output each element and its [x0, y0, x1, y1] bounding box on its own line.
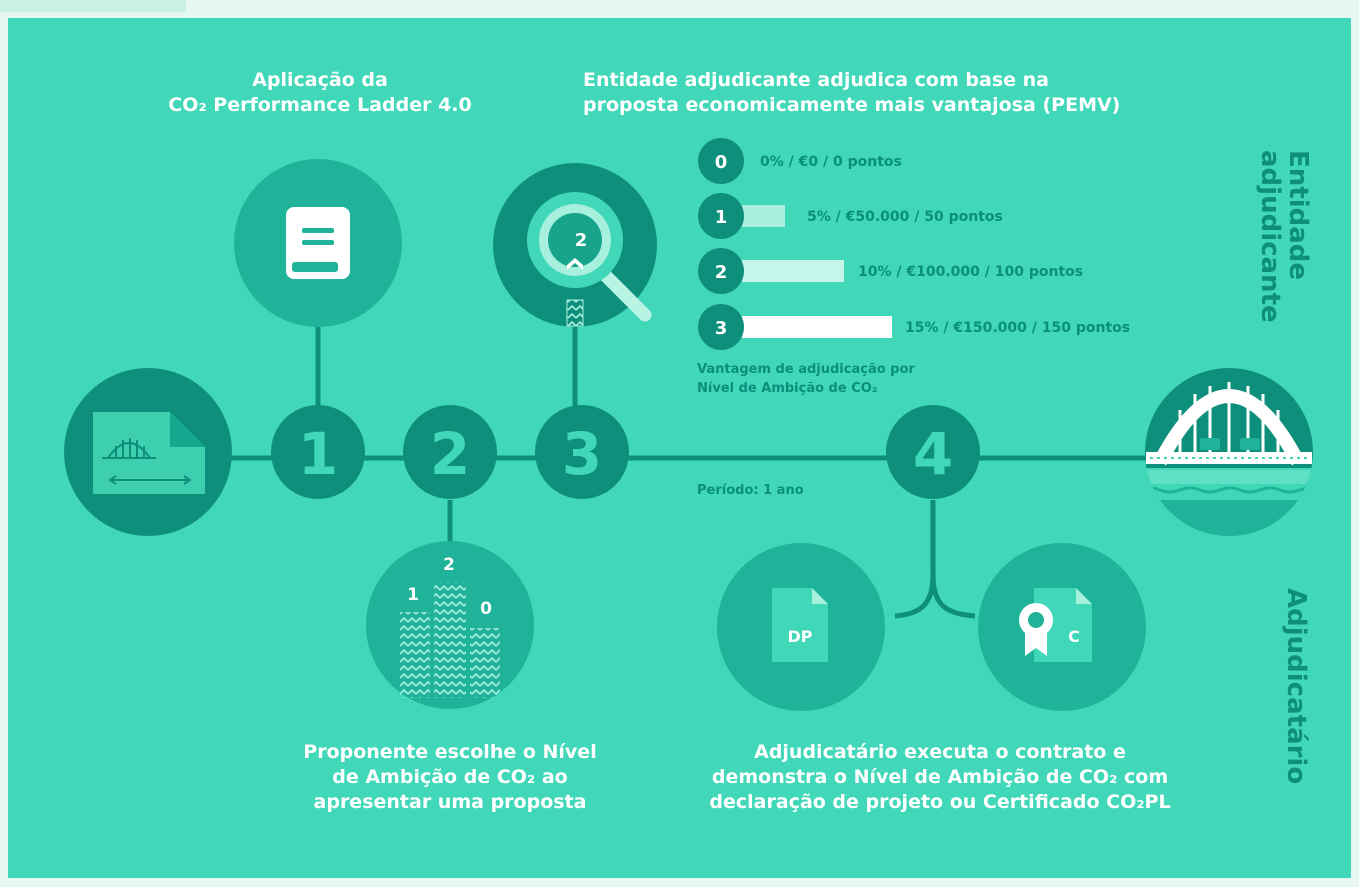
- bottom-left-line-1: Proponente escolhe o Nível: [303, 741, 597, 763]
- ladder-levels: 0 1 2 3 0% / €0 / 0 pontos 5% / €50.000 …: [698, 138, 1130, 350]
- bridge-node: [1145, 368, 1313, 536]
- award-icon: [1019, 603, 1053, 656]
- title-left-line-2: CO₂ Performance Ladder 4.0: [168, 94, 472, 116]
- ladder-text-1: 5% / €50.000 / 50 pontos: [807, 209, 1003, 225]
- bottom-left-text: Proponente escolhe o Nível de Ambição de…: [270, 740, 630, 815]
- bottom-right-text: Adjudicatário executa o contrato e demon…: [670, 740, 1210, 815]
- magnifier-node: 2: [493, 163, 657, 327]
- ladder-caption-line-2: Nível de Ambição de CO₂: [697, 381, 878, 396]
- doc-dp-label: DP: [787, 627, 812, 646]
- design-declaration-node: DP: [717, 543, 885, 711]
- step-3-label: 3: [562, 420, 602, 488]
- ladder-level-2: 2: [715, 262, 728, 283]
- side-label-contractor: Adjudicatário: [1281, 588, 1311, 785]
- ladder-level-0: 0: [715, 152, 728, 173]
- top-tab: [0, 0, 186, 12]
- ladder-level-3: 3: [715, 318, 728, 339]
- bottom-left-line-2: de Ambição de CO₂ ao: [332, 766, 568, 788]
- title-center-line-1: Entidade adjudicante adjudica com base n…: [583, 69, 1049, 91]
- side-top-line-1: Entidade: [1283, 150, 1313, 281]
- step-1-label: 1: [298, 420, 338, 488]
- ladder-text-0: 0% / €0 / 0 pontos: [760, 154, 902, 170]
- tower-label-middle: 2: [443, 555, 455, 575]
- ladder-caption: Vantagem de adjudicação por Nível de Amb…: [697, 360, 997, 398]
- ladder-level-1: 1: [715, 207, 728, 228]
- bottom-right-line-3: declaração de projeto ou Certificado CO₂…: [709, 791, 1171, 813]
- step-circles: 1 2 3 4: [271, 405, 980, 499]
- ladder-text-3: 15% / €150.000 / 150 pontos: [905, 320, 1130, 336]
- title-center-line-2: proposta economicamente mais vantajosa (…: [583, 94, 1121, 116]
- step-2-label: 2: [430, 420, 470, 488]
- step-4-label: 4: [913, 420, 953, 488]
- title-left: Aplicação da CO₂ Performance Ladder 4.0: [150, 68, 490, 118]
- book-node: [234, 159, 402, 327]
- title-left-line-1: Aplicação da: [252, 69, 388, 91]
- doc-c-label: C: [1068, 627, 1080, 646]
- tower-label-right: 0: [480, 599, 492, 619]
- side-label-contracting-authority: Entidade adjudicante: [1255, 150, 1313, 323]
- ladder-caption-line-1: Vantagem de adjudicação por: [697, 362, 915, 377]
- bridge-icon: [102, 438, 192, 485]
- magnifier-level: 2: [575, 230, 588, 251]
- towers-node: 1 2 0: [366, 541, 534, 709]
- bottom-left-line-3: apresentar uma proposta: [313, 791, 587, 813]
- title-center: Entidade adjudicante adjudica com base n…: [583, 68, 1183, 118]
- bottom-right-line-2: demonstra o Nível de Ambição de CO₂ com: [711, 766, 1169, 788]
- certificate-node: C: [978, 543, 1146, 711]
- period-label: Período: 1 ano: [697, 483, 804, 498]
- tower-label-left: 1: [407, 585, 419, 605]
- ladder-text-2: 10% / €100.000 / 100 pontos: [858, 264, 1083, 280]
- tender-document-node: [64, 368, 232, 536]
- top-bar: [0, 0, 1359, 12]
- bottom-right-line-1: Adjudicatário executa o contrato e: [754, 741, 1126, 763]
- side-top-line-2: adjudicante: [1255, 150, 1285, 323]
